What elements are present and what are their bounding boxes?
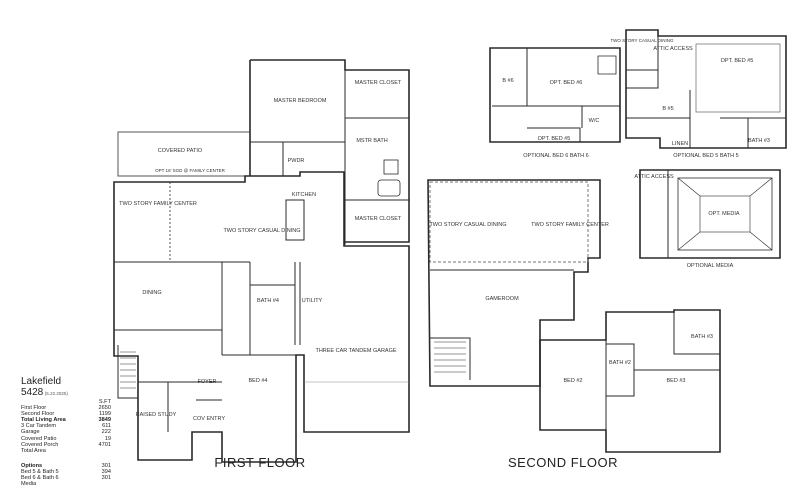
plan-name: Lakefield bbox=[21, 376, 62, 387]
option-media-walls bbox=[639, 169, 781, 259]
option-bed5-walls bbox=[625, 29, 787, 149]
area-value: 4701 bbox=[98, 441, 111, 448]
options-value: 301 bbox=[101, 462, 111, 469]
option-row: Bed 6 & Bath 6 301 bbox=[21, 475, 111, 481]
area-value: 3849 bbox=[98, 417, 111, 424]
option-media-labels: ATTIC ACCESS OPT. MEDIA OPTIONAL MEDIA bbox=[634, 174, 740, 269]
label-raised-study: RAISED STUDY bbox=[136, 412, 177, 418]
label-opt-bed6: OPT. BED #6 bbox=[550, 80, 583, 86]
area-row: Garage 222 bbox=[21, 429, 111, 435]
label-linen: LINEN bbox=[672, 141, 688, 147]
label-opt-media: OPT. MEDIA bbox=[708, 211, 740, 217]
option-bed5-labels: TWO STORY CASUAL DINING ATTIC ACCESS OPT… bbox=[610, 38, 770, 159]
first-floor-labels: COVERED PATIO OPT 16' SGD @ FAMILY CENTE… bbox=[119, 80, 402, 470]
label-sf-casual-dining: TWO STORY CASUAL DINING bbox=[429, 222, 506, 228]
label-attic-access: ATTIC ACCESS bbox=[653, 46, 693, 52]
label-opt-bed5: OPT. BED #5 bbox=[721, 58, 754, 64]
label-casual-dining: TWO STORY CASUAL DINING bbox=[223, 228, 300, 234]
label-covered-patio: COVERED PATIO bbox=[158, 148, 203, 154]
sqft-header: S.FT bbox=[98, 399, 111, 405]
label-foyer: FOYER bbox=[198, 379, 217, 385]
option-label: Bed 6 & Bath 6 bbox=[21, 475, 59, 482]
area-row: Covered Porch 4701 bbox=[21, 442, 111, 448]
area-value: 222 bbox=[101, 429, 111, 436]
area-label: Covered Porch bbox=[21, 441, 59, 448]
option-media-caption: OPTIONAL MEDIA bbox=[687, 263, 734, 269]
label-master-closet-bottom: MASTER CLOSET bbox=[355, 216, 402, 222]
label-opt-sgd: OPT 16' SGD @ FAMILY CENTER bbox=[155, 168, 225, 173]
first-floor-walls bbox=[113, 59, 410, 463]
label-media-attic: ATTIC ACCESS bbox=[634, 174, 674, 180]
label-bed3: BED #3 bbox=[667, 378, 686, 384]
option-row: Bed 5 & Bath 5 394 bbox=[21, 469, 111, 475]
label-pwdr: PWDR bbox=[288, 158, 305, 164]
label-gameroom: GAMEROOM bbox=[485, 296, 519, 302]
option-bed6-labels: B #6 OPT. BED #6 W/C OPT. BED #5 OPTIONA… bbox=[502, 78, 599, 159]
label-bed2: BED #2 bbox=[564, 378, 583, 384]
area-label: Total Area bbox=[21, 447, 46, 454]
label-bath3: BATH #3 bbox=[691, 334, 713, 340]
label-cov-entry: COV ENTRY bbox=[193, 416, 225, 422]
area-row: Second Floor 1199 bbox=[21, 411, 111, 417]
label-bath3-opt: BATH #3 bbox=[748, 138, 770, 144]
second-floor-labels: TWO STORY CASUAL DINING TWO STORY FAMILY… bbox=[429, 222, 713, 470]
option-bed6-caption: OPTIONAL BED 6 BATH 6 bbox=[523, 153, 588, 159]
area-value: 1199 bbox=[98, 411, 111, 418]
label-bath4: BATH #4 bbox=[257, 298, 279, 304]
area-label: 3 Car Tandem bbox=[21, 423, 57, 430]
area-label: Total Living Area bbox=[21, 417, 66, 424]
area-row: Total Area bbox=[21, 448, 111, 454]
label-sf-family-center: TWO STORY FAMILY CENTER bbox=[531, 222, 609, 228]
second-floor-walls bbox=[427, 179, 721, 453]
options-title: Options bbox=[21, 462, 43, 469]
label-b5: B #5 bbox=[662, 106, 673, 112]
area-row: 3 Car Tandem 611 bbox=[21, 423, 111, 429]
area-row: First Floor 2650 bbox=[21, 405, 111, 411]
option-value: 394 bbox=[101, 468, 111, 475]
label-master-bedroom: MASTER BEDROOM bbox=[274, 98, 327, 104]
area-label: Garage bbox=[21, 429, 40, 436]
option-row: Media bbox=[21, 481, 111, 487]
plan-info-block: Lakefield 5428 (5.22.2025) S.FT First Fl… bbox=[21, 376, 111, 487]
label-utility: UTILITY bbox=[302, 298, 323, 304]
label-bed4: BED #4 bbox=[249, 378, 268, 384]
plan-date: (5.22.2025) bbox=[44, 391, 68, 396]
area-value: 2650 bbox=[98, 405, 111, 412]
option-label: Bed 5 & Bath 5 bbox=[21, 468, 59, 475]
label-casual-dining-opt: TWO STORY CASUAL DINING bbox=[610, 38, 674, 43]
label-b6: B #6 bbox=[502, 78, 513, 84]
options-header-row: Options 301 bbox=[21, 463, 111, 469]
area-label: First Floor bbox=[21, 405, 47, 412]
label-dining: DINING bbox=[142, 290, 161, 296]
area-value: 19 bbox=[104, 435, 111, 442]
label-kitchen: KITCHEN bbox=[292, 192, 316, 198]
plan-code-row: 5428 (5.22.2025) bbox=[21, 387, 111, 398]
area-row: Covered Patio 19 bbox=[21, 436, 111, 442]
area-label: Covered Patio bbox=[21, 435, 57, 442]
label-garage: THREE CAR TANDEM GARAGE bbox=[315, 348, 396, 354]
label-master-closet-top: MASTER CLOSET bbox=[355, 80, 402, 86]
second-floor-title: SECOND FLOOR bbox=[508, 455, 618, 470]
first-floor-title: FIRST FLOOR bbox=[214, 455, 305, 470]
label-family-center: TWO STORY FAMILY CENTER bbox=[119, 201, 197, 207]
area-row: Total Living Area 3849 bbox=[21, 417, 111, 423]
area-value: 611 bbox=[102, 423, 111, 430]
sqft-header-row: S.FT bbox=[21, 399, 111, 405]
label-opt-bed5-under: OPT. BED #5 bbox=[538, 136, 571, 142]
label-bath2: BATH #2 bbox=[609, 360, 631, 366]
option-bed5-caption: OPTIONAL BED 5 BATH 5 bbox=[673, 153, 738, 159]
option-bed6-walls bbox=[489, 47, 621, 143]
area-label: Second Floor bbox=[21, 411, 55, 418]
plan-code: 5428 bbox=[21, 387, 44, 398]
label-mstr-bath: MSTR BATH bbox=[356, 138, 387, 144]
option-label: Media bbox=[21, 481, 37, 488]
label-wic: W/C bbox=[589, 118, 600, 124]
option-value: 301 bbox=[101, 475, 111, 482]
